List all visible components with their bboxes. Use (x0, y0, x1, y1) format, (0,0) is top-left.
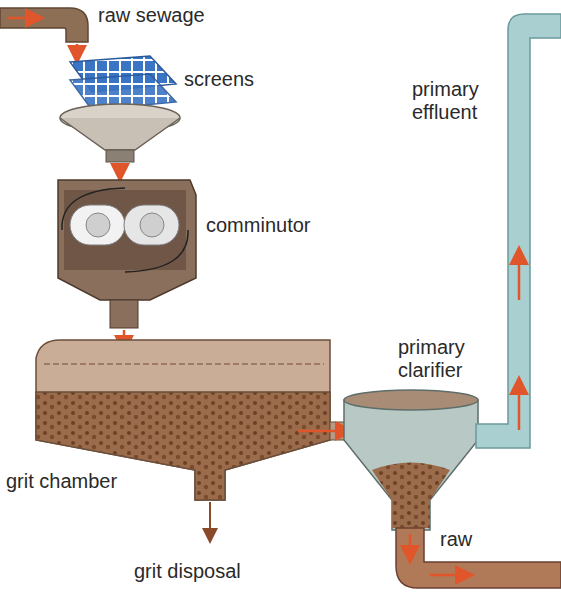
part-label: screens (184, 68, 304, 91)
part-label: grit chamber (6, 470, 166, 493)
part-label: primary clarifier (398, 336, 498, 382)
pipe-label: primary effluent (412, 78, 500, 124)
pipe-label: raw (440, 528, 500, 551)
part-label: grit disposal (134, 560, 294, 583)
part-label: comminutor (206, 214, 346, 237)
pipe-label: raw sewage (98, 4, 238, 27)
